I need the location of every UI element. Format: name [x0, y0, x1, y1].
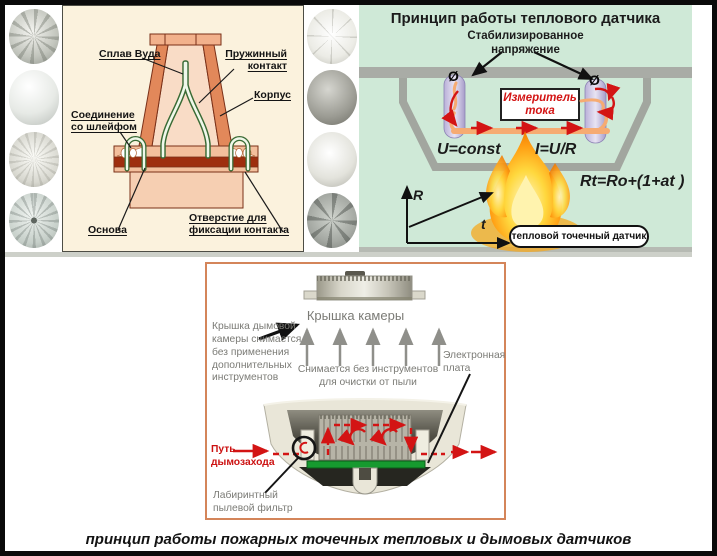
thermal-principle-panel: Принцип работы теплового датчика Стабили… [359, 5, 692, 252]
smoke-detector-vented-round-photo [8, 192, 59, 248]
smoke-detector-white-dome-photo [8, 70, 59, 126]
current-arrows [441, 83, 621, 136]
removal-arrows [299, 327, 447, 366]
filter-leader-line [264, 456, 300, 494]
pcb-board [306, 460, 426, 469]
heat-detector-cross-section-panel: Сплав Вуда Пружинный контакт Корпус Соед… [62, 5, 304, 252]
label-base: Основа [88, 224, 127, 236]
current-meter-box [500, 88, 580, 121]
smoke-detector-panel: Крышка камеры Крышка дымовой камеры сним… [205, 262, 506, 520]
board-leader-line [427, 373, 471, 464]
label-labyrinth-filter: Лабиринтный пылевой фильтр [213, 490, 293, 514]
smoke-detector-white-dome-led-photo [306, 131, 357, 187]
figure-caption: принцип работы пожарных точечных тепловы… [85, 531, 632, 548]
smoke-detector-spoked-white-photo [306, 9, 357, 64]
formula-i-ur: I=U/R [535, 141, 577, 158]
leader-lines [117, 57, 284, 233]
formula-rt: Rt=Ro+(1+at ) [580, 173, 685, 190]
heat-detector-gray-star-photo [306, 192, 357, 248]
graph-axis-t-label: t [481, 216, 486, 232]
detector-base-assembly [113, 145, 259, 209]
detector-photo-column-left [5, 5, 62, 252]
label-cover-note: Крышка дымовой камеры снимается без прим… [212, 321, 302, 384]
thermal-principle-drawing [359, 51, 692, 252]
label-cleaning-note: Снимается без инструментов для очистки о… [297, 364, 439, 388]
current-meter-label: Измеритель тока [503, 91, 577, 117]
resistor-symbol-left: Ø [448, 68, 459, 84]
formula-u-const: U=const [437, 141, 501, 158]
label-housing: Корпус [254, 89, 291, 101]
graph-axis-r-label: R [413, 187, 424, 203]
thermal-point-sensor-badge: тепловой точечный датчик [511, 231, 647, 242]
panel-divider-strip [5, 252, 692, 257]
heat-detector-drawing [113, 33, 284, 233]
thermal-point-sensor-pill [509, 225, 649, 248]
smoke-flow-path [233, 417, 498, 460]
chamber-cover-drawing [303, 271, 426, 301]
voltage-arrows [471, 51, 594, 80]
label-electronic-board: Электронная плата [443, 350, 506, 374]
label-smoke-path: Путь дымозахода [211, 444, 275, 468]
filter-swirl [299, 441, 309, 454]
heat-detector-ornate-top-photo [8, 131, 59, 187]
heat-detector-gray-dome-photo [306, 70, 357, 126]
cover-note-arrow [258, 322, 301, 341]
spring-contact-wire [124, 60, 251, 172]
thermal-panel-title: Принцип работы теплового датчика [390, 10, 661, 27]
label-loop-connection: Соединение со шлейфом [71, 109, 137, 134]
resistor-symbol-right: Ø [589, 72, 600, 88]
label-spring-contact: Пружинный контакт [225, 48, 287, 73]
resistance-time-graph [401, 185, 511, 249]
label-chamber-cover: Крышка камеры [306, 308, 405, 323]
label-wood-alloy: Сплав Вуда [99, 48, 161, 60]
stabilized-voltage-label: Стабилизированное напряжение [467, 30, 584, 56]
smoke-detector-drawing [233, 271, 498, 495]
detector-cap [149, 33, 222, 46]
filter-highlight-circle [291, 435, 317, 461]
ceiling-bar [359, 67, 692, 78]
heat-detector-ribbed-top-view-photo [8, 9, 59, 64]
label-contact-hole: Отверстие для фиксации контакта [189, 212, 289, 237]
detector-photo-column-middle [304, 5, 359, 252]
